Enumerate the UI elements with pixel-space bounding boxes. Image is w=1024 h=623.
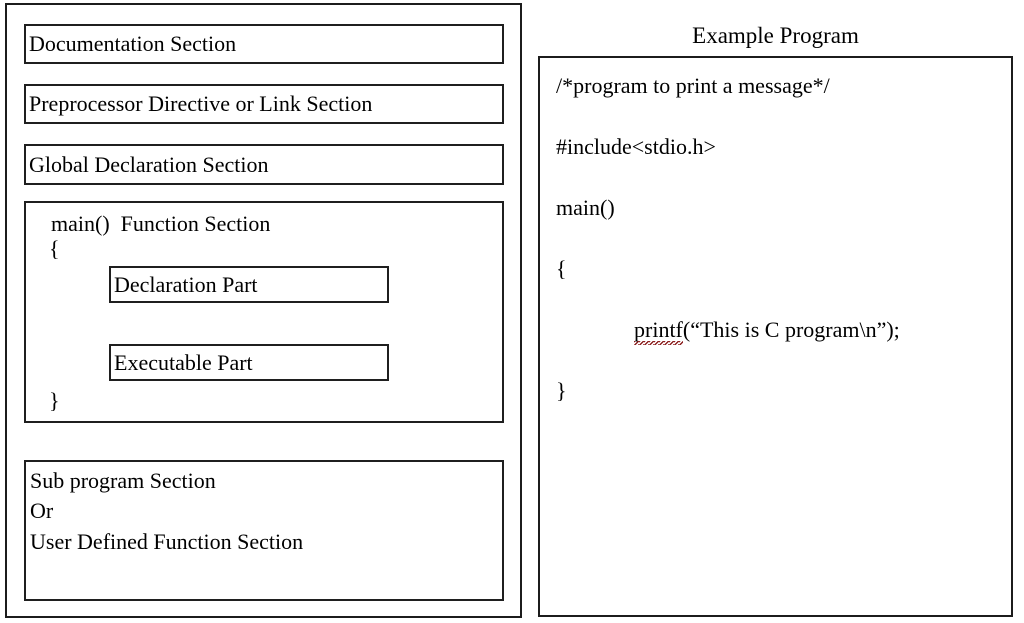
executable-part-label: Executable Part bbox=[114, 349, 253, 375]
preprocessor-section-box: Preprocessor Directive or Link Section bbox=[24, 84, 504, 124]
spellcheck-misspelled-word: printf bbox=[634, 317, 683, 342]
code-line-printf: printf(“This is C program\n”); bbox=[556, 317, 1003, 379]
declaration-part-label: Declaration Part bbox=[114, 271, 258, 297]
sub-program-section-box: Sub program Section Or User Defined Func… bbox=[24, 460, 504, 601]
declaration-part-box: Declaration Part bbox=[109, 266, 389, 303]
main-function-section-box: main() Function Section { Declaration Pa… bbox=[24, 201, 504, 423]
code-line-close-brace: } bbox=[556, 378, 567, 403]
example-program-code: /*program to print a message*/ #include<… bbox=[556, 73, 1003, 440]
code-line-main: main() bbox=[556, 195, 615, 220]
sub-program-section-label: Sub program Section Or User Defined Func… bbox=[30, 468, 304, 554]
program-structure-panel: Documentation Section Preprocessor Direc… bbox=[5, 3, 522, 618]
documentation-section-box: Documentation Section bbox=[24, 24, 504, 64]
code-line-comment: /*program to print a message*/ bbox=[556, 73, 830, 98]
code-line-open-brace: { bbox=[556, 256, 567, 281]
example-program-panel: /*program to print a message*/ #include<… bbox=[538, 56, 1013, 617]
main-function-close-brace: } bbox=[49, 388, 60, 413]
code-line-printf-remainder: (“This is C program\n”); bbox=[682, 317, 900, 342]
executable-part-box: Executable Part bbox=[109, 344, 389, 381]
example-program-title: Example Program bbox=[692, 23, 859, 48]
main-function-open-brace: { bbox=[49, 236, 60, 261]
documentation-section-label: Documentation Section bbox=[29, 31, 237, 57]
preprocessor-section-label: Preprocessor Directive or Link Section bbox=[29, 91, 373, 117]
global-declaration-section-label: Global Declaration Section bbox=[29, 151, 269, 177]
global-declaration-section-box: Global Declaration Section bbox=[24, 144, 504, 185]
code-line-include: #include<stdio.h> bbox=[556, 134, 716, 159]
main-function-section-heading: main() Function Section bbox=[51, 211, 271, 236]
